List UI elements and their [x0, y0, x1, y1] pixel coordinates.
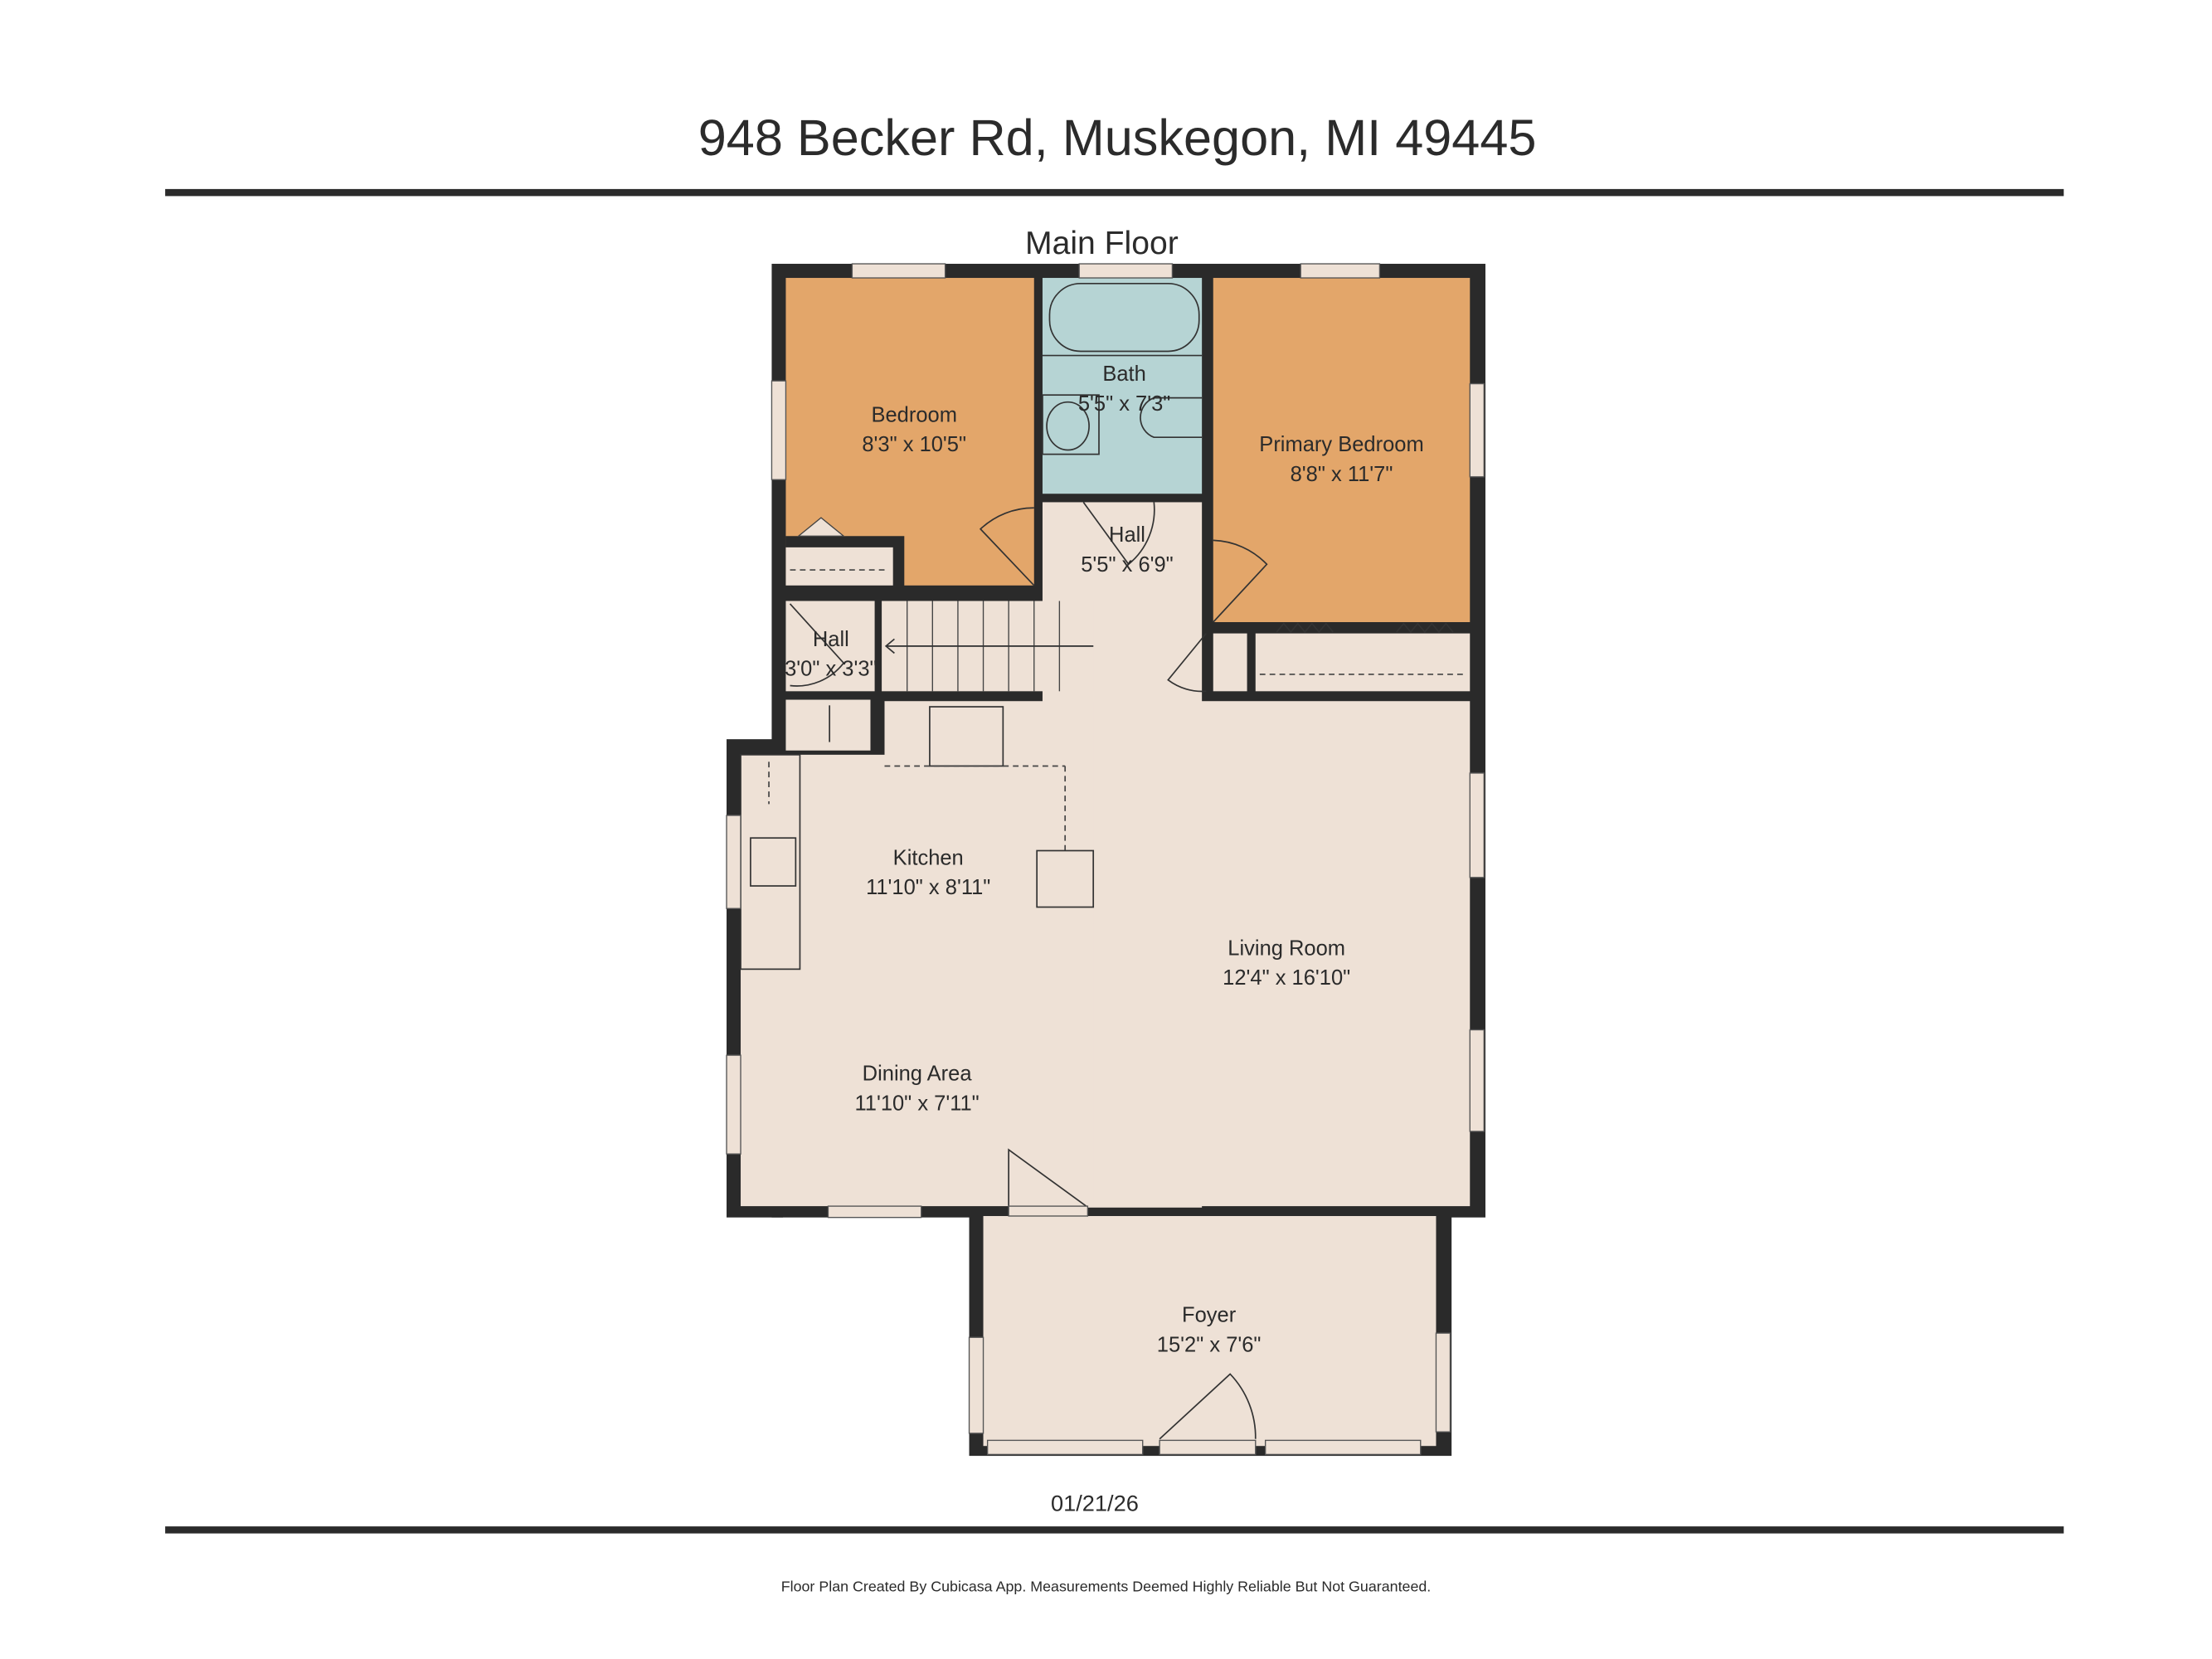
- page-title: 948 Becker Rd, Muskegon, MI 49445: [698, 109, 1537, 166]
- windows: [726, 263, 1485, 1456]
- floor-name: Main Floor: [1025, 226, 1179, 261]
- bottom-divider: [165, 1526, 2064, 1534]
- floor-plan: Bedroom 8'3" x 10'5" Bath 5'5" x 7'3" Pr…: [726, 263, 1485, 1457]
- bath-floor: [1042, 278, 1203, 494]
- room-size-dining-area: 11'10" x 7'11": [854, 1092, 979, 1115]
- room-name-small-hall: Hall: [813, 628, 849, 651]
- sink: [1042, 394, 1100, 455]
- room-name-kitchen: Kitchen: [893, 847, 964, 870]
- primary-bedroom-door[interactable]: [1213, 539, 1268, 623]
- room-size-bedroom: 8'3" x 10'5": [862, 433, 966, 456]
- stairs-arrow-icon: [884, 638, 1094, 654]
- room-size-kitchen: 11'10" x 8'11": [866, 876, 990, 899]
- front-door[interactable]: [1159, 1373, 1257, 1440]
- top-divider: [165, 188, 2064, 197]
- room-size-foyer: 15'2" x 7'6": [1157, 1333, 1262, 1356]
- kitchen-dining-floor: [741, 754, 1094, 1207]
- room-name-bath: Bath: [1102, 362, 1145, 386]
- room-size-hall: 5'5" x 6'9": [1081, 553, 1174, 577]
- room-size-small-hall: 3'0" x 3'3": [785, 658, 878, 681]
- bedroom-closet: [785, 547, 893, 586]
- bathtub: [1048, 282, 1200, 353]
- closet-door[interactable]: [1167, 633, 1207, 693]
- primary-bedroom-floor: [1213, 278, 1471, 622]
- disclaimer: Floor Plan Created By Cubicasa App. Meas…: [781, 1578, 1432, 1594]
- dining-door[interactable]: [1008, 1148, 1087, 1207]
- fridge: [1036, 849, 1095, 908]
- bedroom-door[interactable]: [979, 507, 1035, 586]
- primary-closet: [1255, 633, 1471, 692]
- room-name-dining-area: Dining Area: [863, 1063, 973, 1086]
- room-name-bedroom: Bedroom: [871, 404, 956, 427]
- toilet: [1140, 397, 1203, 439]
- plan-date: 01/21/26: [1051, 1490, 1139, 1515]
- living-room-floor: [1103, 701, 1471, 1207]
- room-name-hall: Hall: [1109, 523, 1145, 547]
- foyer-floor: [983, 1215, 1437, 1447]
- hall-door[interactable]: [789, 603, 845, 687]
- room-size-living-room: 12'4" x 16'10": [1223, 966, 1350, 990]
- room-size-bath: 5'5" x 7'3": [1078, 392, 1171, 416]
- room-name-primary-bedroom: Primary Bedroom: [1259, 433, 1423, 456]
- room-size-primary-bedroom: 8'8" x 11'7": [1291, 463, 1393, 486]
- bath-door[interactable]: [1082, 501, 1155, 566]
- room-name-foyer: Foyer: [1182, 1304, 1237, 1327]
- kitchen-sink: [750, 837, 797, 887]
- room-name-living-room: Living Room: [1228, 937, 1345, 960]
